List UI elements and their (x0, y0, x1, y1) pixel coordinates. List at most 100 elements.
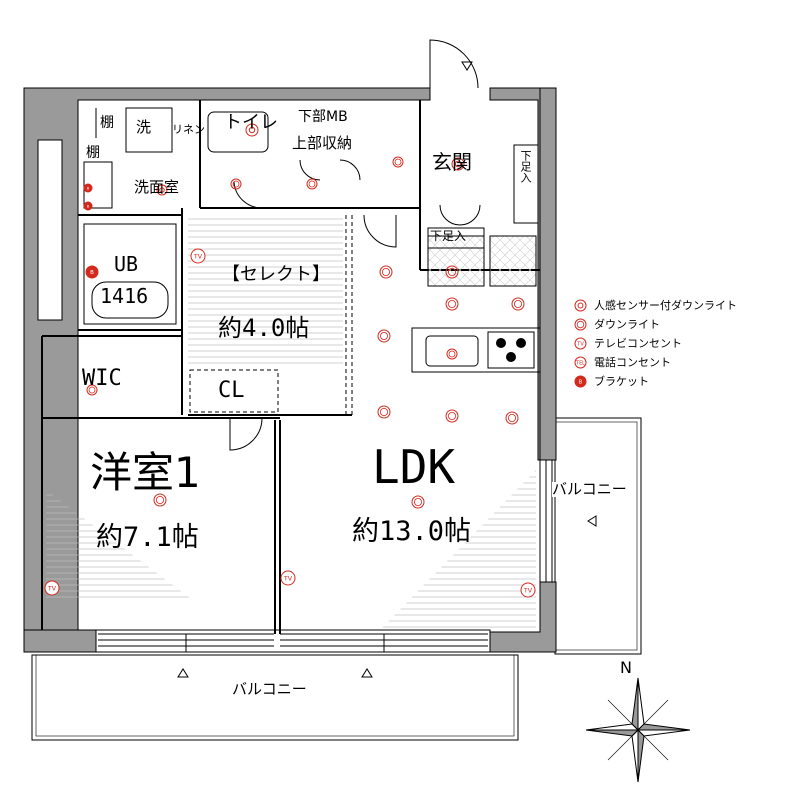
svg-text:B: B (90, 270, 94, 276)
fixtures (83, 107, 541, 410)
ldk-flooring (380, 470, 536, 630)
balcony-marker-2 (361, 668, 373, 678)
shoe-storage-label: 下足入 (430, 229, 467, 243)
west-window (37, 139, 63, 321)
select-flooring (188, 215, 343, 365)
western-flooring (46, 490, 190, 598)
room-name-western: 洋室1 (90, 448, 201, 497)
svg-text:B: B (87, 186, 90, 190)
shoe-storage-side-label: 下足入 (519, 150, 532, 183)
compass-icon (585, 677, 691, 783)
downlight-icon (445, 265, 459, 279)
downlight-icon (511, 297, 525, 311)
downlight-icon (153, 493, 167, 507)
toilet-label: トイレ (224, 112, 278, 133)
east-balcony (554, 417, 642, 655)
downlight-icon (446, 348, 458, 360)
washer-label: 洗 (136, 118, 152, 136)
downlight-icon (377, 405, 391, 419)
washroom-label: 洗面室 (134, 178, 180, 196)
tv-outlet-icon: TV (574, 337, 587, 350)
unit-bath-label: UB (114, 252, 139, 276)
downlight-icon (411, 495, 425, 509)
downlight-icon (377, 329, 391, 343)
entrance-label: 玄関 (432, 150, 472, 174)
wic-label: WIC (82, 366, 122, 391)
tv-outlet-icon: TV (520, 582, 536, 598)
bracket-light-icon: B (83, 183, 93, 193)
gas-burners-icon (496, 338, 526, 362)
lower-mb-label: 下部MB (298, 109, 348, 125)
shelf-upper-label: 棚 (100, 115, 114, 131)
electrical-symbols: TV TV TV TV B B B (44, 123, 536, 598)
phone-outlet-icon: TEL (574, 356, 587, 369)
downlight-icon (392, 156, 404, 168)
legend-row-bracket: B ブラケット (574, 372, 737, 391)
shelf-lower-label: 棚 (86, 145, 100, 161)
svg-text:TEL: TEL (575, 360, 585, 366)
upper-storage-label: 上部収納 (292, 134, 353, 152)
south-balcony (31, 654, 519, 741)
motion-sensor-downlight-icon (574, 299, 587, 312)
interior-walls (41, 100, 540, 634)
motion-sensor-downlight-icon (451, 157, 465, 171)
select-partition (189, 215, 353, 415)
room-size-western: 約7.1帖 (96, 522, 199, 553)
motion-sensor-downlight-icon (574, 299, 587, 312)
south-windows (98, 633, 488, 652)
svg-text:TV: TV (47, 585, 57, 592)
bracket-light-icon: B (574, 375, 587, 388)
motion-sensor-downlight-icon (156, 184, 168, 196)
compass-north-label: N (620, 658, 632, 677)
room-name-ldk: LDK (372, 440, 456, 494)
doors (229, 39, 481, 451)
svg-text:TV: TV (193, 253, 203, 260)
bracket-light-icon: B (85, 265, 99, 279)
room-name-select: 【セレクト】 (222, 264, 330, 285)
downlight-icon (505, 411, 519, 425)
svg-text:TV: TV (283, 575, 293, 582)
legend-row-motion-sensor: 人感センサー付ダウンライト (574, 296, 737, 315)
downlight-icon (306, 178, 318, 190)
svg-text:B: B (87, 204, 90, 208)
entrance-marker (461, 61, 473, 71)
south-balcony-label: バルコニー (232, 680, 307, 698)
legend-row-downlight: ダウンライト (574, 315, 737, 334)
legend-label: 電話コンセント (594, 356, 671, 369)
room-size-select: 約4.0帖 (218, 314, 310, 342)
east-balcony-label: バルコニー (552, 480, 627, 498)
legend-label: ダウンライト (594, 318, 660, 331)
east-windows (539, 460, 553, 582)
downlight-icon (574, 318, 587, 331)
legend-label: 人感センサー付ダウンライト (594, 299, 737, 312)
legend-row-phone: TEL 電話コンセント (574, 353, 737, 372)
downlight-icon (230, 178, 242, 190)
downlight-icon (379, 265, 393, 279)
downlight-icon (86, 384, 98, 396)
balcony-marker-1 (177, 668, 189, 678)
legend: 人感センサー付ダウンライト ダウンライト TV テレビコンセント TEL 電話コンセ… (574, 296, 737, 391)
tv-outlet-icon: TV (44, 580, 60, 596)
linen-label: リネン (172, 123, 205, 136)
tv-outlet-icon: TV (280, 570, 296, 586)
unit-bath-size: 1416 (100, 284, 149, 308)
motion-sensor-downlight-icon (245, 123, 259, 137)
bracket-light-icon: B (83, 201, 93, 211)
downlight-icon (445, 297, 459, 311)
legend-label: テレビコンセント (594, 337, 682, 350)
svg-text:TV: TV (523, 587, 533, 594)
room-size-ldk: 約13.0帖 (352, 516, 472, 547)
downlight-icon (574, 318, 587, 331)
svg-text:B: B (579, 379, 583, 385)
east-balcony-marker (587, 515, 597, 527)
tv-outlet-icon: TV (574, 337, 587, 350)
legend-row-tv: TV テレビコンセント (574, 334, 737, 353)
downlight-icon (445, 409, 459, 423)
legend-label: ブラケット (594, 375, 649, 388)
closet-label: CL (218, 378, 245, 403)
svg-text:TV: TV (576, 341, 584, 347)
phone-outlet-icon: TEL (574, 356, 587, 369)
tv-outlet-icon: TV (190, 248, 206, 264)
bracket-light-icon: B (574, 375, 587, 388)
